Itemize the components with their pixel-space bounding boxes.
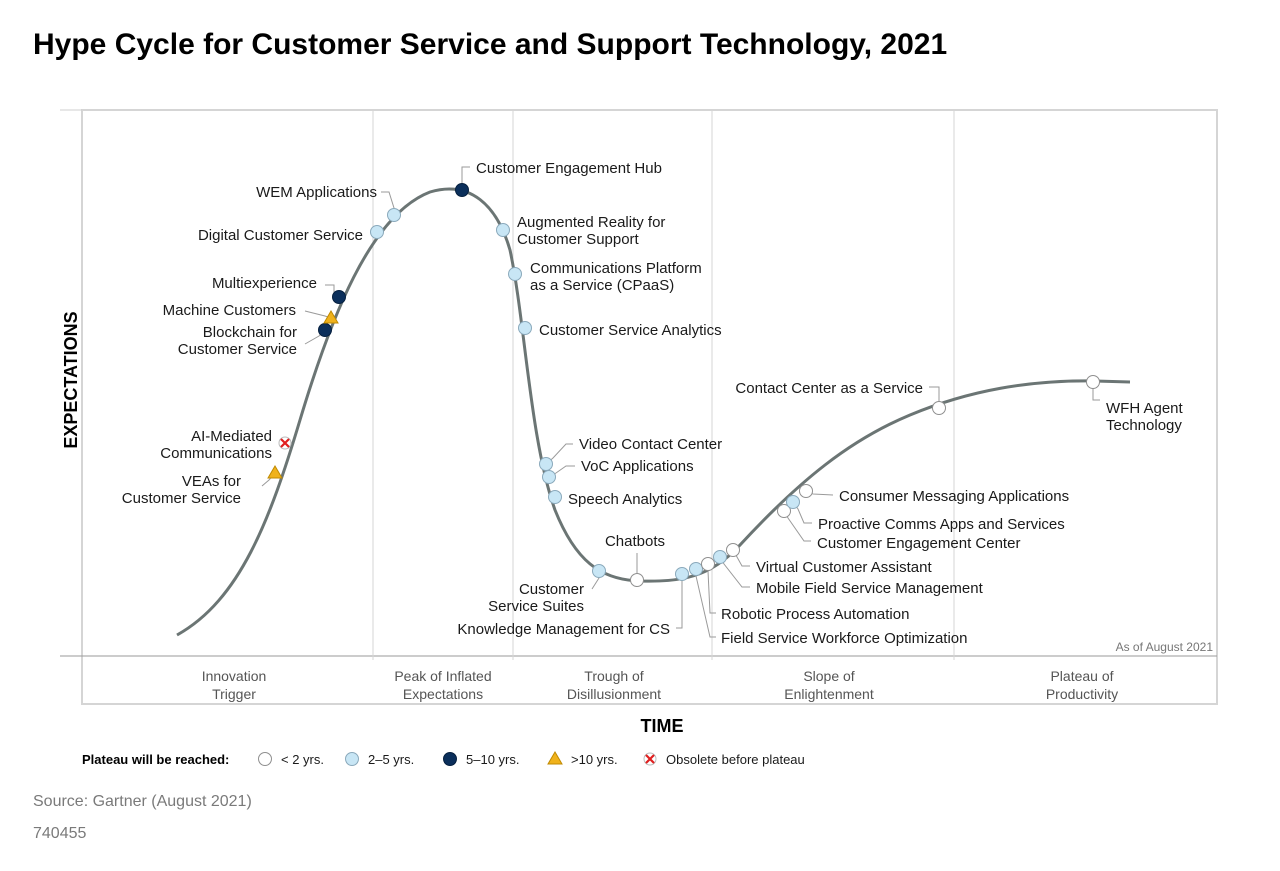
legend-marker-10-yrs bbox=[547, 751, 563, 765]
legend-title: Plateau will be reached: bbox=[82, 752, 229, 767]
legend-marker-obsolete-before-plateau bbox=[643, 752, 657, 766]
marker-customer-engagement-hub bbox=[455, 183, 469, 197]
marker-robotic-process-automation bbox=[701, 557, 715, 571]
source-note: Source: Gartner (August 2021) bbox=[33, 793, 252, 810]
label-virtual-customer-assistant: Virtual Customer Assistant bbox=[756, 559, 932, 576]
marker-voc-applications bbox=[542, 470, 556, 484]
label-knowledge-management-for-cs: Knowledge Management for CS bbox=[457, 621, 670, 638]
label-machine-customers: Machine Customers bbox=[163, 302, 296, 319]
marker-wem-applications bbox=[387, 208, 401, 222]
marker-digital-customer-service bbox=[370, 225, 384, 239]
label-multiexperience: Multiexperience bbox=[212, 275, 317, 292]
label-mobile-field-service-management: Mobile Field Service Management bbox=[756, 580, 984, 597]
axis-titles: TIME EXPECTATIONS bbox=[61, 311, 684, 736]
marker-customer-service-analytics bbox=[518, 321, 532, 335]
label-customer-engagement-center: Customer Engagement Center bbox=[817, 535, 1020, 552]
marker-virtual-customer-assistant bbox=[726, 543, 740, 557]
marker-chatbots bbox=[630, 573, 644, 587]
marker-machine-customers bbox=[323, 310, 339, 324]
label-contact-center-as-a-service: Contact Center as a Service bbox=[735, 380, 923, 397]
label-customer-engagement-hub: Customer Engagement Hub bbox=[476, 160, 662, 177]
plot-border bbox=[81, 109, 1218, 705]
label-wem-applications: WEM Applications bbox=[256, 184, 377, 201]
legend-label-1: < 2 yrs. bbox=[281, 752, 324, 767]
chart-title: Hype Cycle for Customer Service and Supp… bbox=[33, 28, 948, 61]
technology-markers bbox=[267, 183, 1100, 587]
legend-marker-5-10-yrs bbox=[443, 752, 457, 766]
legend-marker-2-yrs bbox=[258, 752, 272, 766]
marker-communications-platform-as-a-service-cpaas bbox=[508, 267, 522, 281]
label-voc-applications: VoC Applications bbox=[581, 458, 694, 475]
marker-knowledge-management-for-cs bbox=[675, 567, 689, 581]
marker-mobile-field-service-management bbox=[713, 550, 727, 564]
marker-multiexperience bbox=[332, 290, 346, 304]
legend-label-4: >10 yrs. bbox=[571, 752, 618, 767]
marker-augmented-reality-for-customer-support bbox=[496, 223, 510, 237]
legend: Plateau will be reached: < 2 yrs. 2–5 yrs.… bbox=[82, 751, 805, 767]
marker-ai-mediated-communications bbox=[278, 436, 292, 450]
label-field-service-workforce-optimization: Field Service Workforce Optimization bbox=[721, 630, 967, 647]
legend-label-2: 2–5 yrs. bbox=[368, 752, 414, 767]
label-video-contact-center: Video Contact Center bbox=[579, 436, 722, 453]
marker-video-contact-center bbox=[539, 457, 553, 471]
legend-label-5: Obsolete before plateau bbox=[666, 752, 805, 767]
marker-customer-service-suites bbox=[592, 564, 606, 578]
marker-contact-center-as-a-service bbox=[932, 401, 946, 415]
x-axis-title: TIME bbox=[641, 716, 684, 736]
label-robotic-process-automation: Robotic Process Automation bbox=[721, 606, 909, 623]
label-customer-service-analytics: Customer Service Analytics bbox=[539, 322, 722, 339]
marker-wfh-agent-technology bbox=[1086, 375, 1100, 389]
label-proactive-comms-apps-and-services: Proactive Comms Apps and Services bbox=[818, 516, 1065, 533]
label-chatbots: Chatbots bbox=[605, 533, 665, 550]
document-id: 740455 bbox=[33, 825, 87, 842]
marker-veas-for-customer-service bbox=[267, 465, 283, 479]
legend-marker-2-5-yrs bbox=[345, 752, 359, 766]
marker-consumer-messaging-applications bbox=[799, 484, 813, 498]
marker-customer-engagement-center bbox=[777, 504, 791, 518]
as-of-note: As of August 2021 bbox=[1116, 640, 1214, 654]
marker-speech-analytics bbox=[548, 490, 562, 504]
label-digital-customer-service: Digital Customer Service bbox=[198, 227, 363, 244]
marker-field-service-workforce-optimization bbox=[689, 562, 703, 576]
hype-curve bbox=[176, 187, 1131, 637]
label-speech-analytics: Speech Analytics bbox=[568, 491, 682, 508]
label-consumer-messaging-applications: Consumer Messaging Applications bbox=[839, 488, 1069, 505]
plot-frame: As of August 2021 bbox=[60, 109, 1218, 705]
marker-blockchain-for-customer-service bbox=[318, 323, 332, 337]
y-axis-title: EXPECTATIONS bbox=[61, 311, 81, 448]
legend-label-3: 5–10 yrs. bbox=[466, 752, 519, 767]
marker-proactive-comms-apps-and-services bbox=[786, 495, 800, 509]
